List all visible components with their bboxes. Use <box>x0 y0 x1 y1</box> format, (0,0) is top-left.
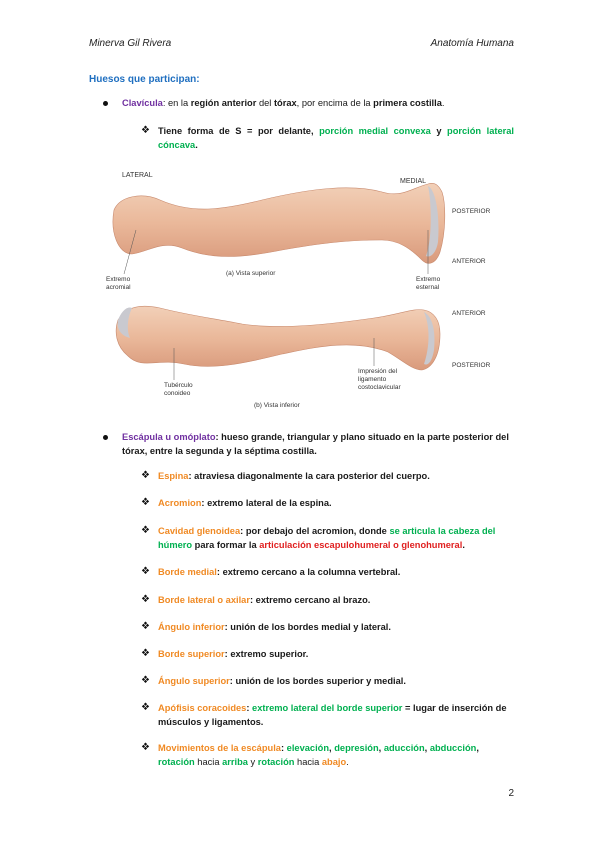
header-subject: Anatomía Humana <box>430 38 514 49</box>
label-anterior-bottom: ANTERIOR <box>452 310 486 317</box>
item-borde-lateral: Borde lateral o axilar: extremo cercano … <box>158 595 371 605</box>
label-posterior-bottom: POSTERIOR <box>452 362 491 369</box>
label-extremo-acromial: Extremo acromial <box>106 276 131 291</box>
item-borde-medial: Borde medial: extremo cercano a la colum… <box>158 567 401 577</box>
label-vista-superior: (a) Vista superior <box>226 270 276 277</box>
clavicle-inferior-view <box>115 305 441 371</box>
item-borde-superior: Borde superior: extremo superior. <box>158 649 309 659</box>
clavicle-superior-view <box>112 182 446 264</box>
clavicula-sub: Tiene forma de S = por delante, porción … <box>158 126 514 150</box>
label-tuberculo: Tubérculo conoideo <box>164 382 193 397</box>
label-anterior-top: ANTERIOR <box>452 258 486 265</box>
diamond-icon: ❖ <box>141 525 150 536</box>
diamond-icon: ❖ <box>141 125 150 136</box>
item-espina: Espina: atraviesa diagonalmente la cara … <box>158 471 430 481</box>
diamond-icon: ❖ <box>141 675 150 686</box>
section-title: Huesos que participan: <box>89 74 200 85</box>
clavicle-figure: LATERAL MEDIAL POSTERIOR ANTERIOR ANTERI… <box>106 170 524 414</box>
label-posterior-top: POSTERIOR <box>452 208 491 215</box>
bullet-clavicula <box>103 101 108 106</box>
item-acromion: Acromion: extremo lateral de la espina. <box>158 498 332 508</box>
diamond-icon: ❖ <box>141 594 150 605</box>
header-author: Minerva Gil Rivera <box>89 38 172 49</box>
diamond-icon: ❖ <box>141 621 150 632</box>
diamond-icon: ❖ <box>141 566 150 577</box>
diamond-icon: ❖ <box>141 702 150 713</box>
item-apofisis-coracoides: Apófisis coracoides: extremo lateral del… <box>158 703 507 727</box>
clavicula-term: Clavícula <box>122 98 163 108</box>
label-extremo-esternal: Extremo esternal <box>416 276 441 291</box>
item-angulo-superior: Ángulo superior: unión de los bordes sup… <box>158 676 406 686</box>
label-lateral: LATERAL <box>122 172 153 179</box>
item-angulo-inferior: Ángulo inferior: unión de los bordes med… <box>158 622 391 632</box>
diamond-icon: ❖ <box>141 742 150 753</box>
bullet-escapula <box>103 435 108 440</box>
label-vista-inferior: (b) Vista inferior <box>254 402 300 409</box>
diamond-icon: ❖ <box>141 648 150 659</box>
label-impresion: Impresión del ligamento costoclavicular <box>358 368 401 391</box>
diamond-icon: ❖ <box>141 470 150 481</box>
item-cavidad-glenoidea: Cavidad glenoidea: por debajo del acromi… <box>158 526 496 550</box>
diamond-icon: ❖ <box>141 497 150 508</box>
clavicle-illustration <box>112 182 446 380</box>
clavicula-line: Clavícula: en la región anterior del tór… <box>122 98 445 108</box>
page-number: 2 <box>508 788 514 799</box>
label-medial: MEDIAL <box>400 178 427 185</box>
escapula-line: Escápula u omóplato: hueso grande, trian… <box>122 432 509 456</box>
item-movimientos: Movimientos de la escápula: elevación, d… <box>158 743 479 767</box>
